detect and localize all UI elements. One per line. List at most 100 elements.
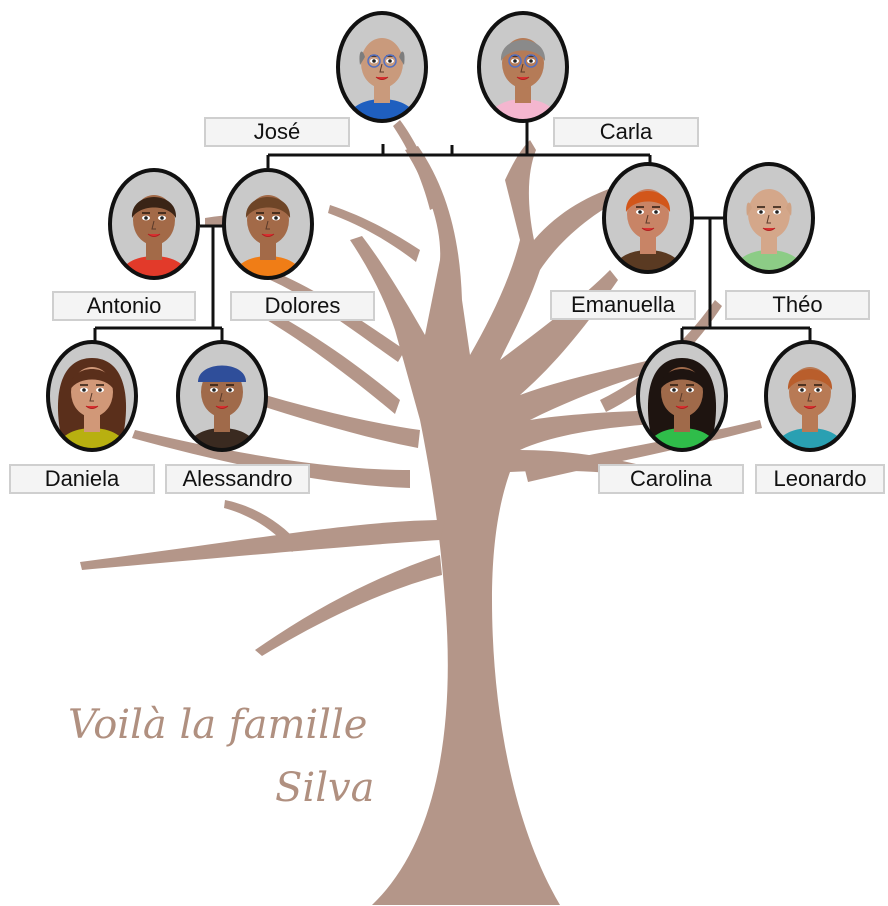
portrait-dolores bbox=[222, 168, 314, 280]
neck bbox=[374, 85, 390, 103]
glasses-icon bbox=[524, 54, 538, 68]
tree-branch bbox=[132, 430, 410, 488]
portrait-frame bbox=[602, 162, 694, 274]
label-leonardo: Leonardo bbox=[755, 464, 885, 494]
pupil bbox=[775, 210, 779, 214]
portrait-frame bbox=[477, 11, 569, 123]
pupil bbox=[98, 388, 102, 392]
portrait-leonardo bbox=[764, 340, 856, 452]
mouth bbox=[261, 233, 275, 237]
nose bbox=[219, 392, 224, 402]
portrait-jose bbox=[336, 11, 428, 123]
hair-top bbox=[245, 197, 291, 218]
neck bbox=[214, 414, 230, 432]
pupil bbox=[228, 388, 232, 392]
portrait-frame bbox=[636, 340, 728, 452]
portrait-carolina bbox=[636, 340, 728, 452]
pupil bbox=[160, 216, 164, 220]
portrait-frame bbox=[176, 340, 268, 452]
portrait-frame bbox=[46, 340, 138, 452]
pupil bbox=[688, 388, 692, 392]
label-carla: Carla bbox=[553, 117, 699, 147]
mouth bbox=[762, 227, 776, 231]
label-antonio: Antonio bbox=[52, 291, 196, 321]
mouth bbox=[85, 405, 99, 409]
portrait-frame bbox=[336, 11, 428, 123]
glasses-icon bbox=[383, 54, 397, 68]
nose bbox=[766, 214, 771, 224]
neck bbox=[761, 236, 777, 254]
tree-branch bbox=[393, 120, 440, 210]
pupil bbox=[372, 59, 376, 63]
cap-icon bbox=[198, 365, 246, 382]
tree-branch bbox=[600, 300, 722, 412]
mouth bbox=[641, 227, 655, 231]
nose bbox=[151, 220, 156, 230]
mouth bbox=[215, 405, 229, 409]
pupil bbox=[529, 59, 533, 63]
label-dolores: Dolores bbox=[230, 291, 375, 321]
hair-top bbox=[787, 369, 833, 390]
hair-side bbox=[786, 202, 792, 216]
neck bbox=[674, 414, 690, 432]
pupil bbox=[800, 388, 804, 392]
neck bbox=[146, 242, 162, 260]
hair-top bbox=[131, 197, 177, 218]
label-jose: José bbox=[204, 117, 350, 147]
mouth bbox=[375, 76, 389, 80]
tree-branch bbox=[80, 520, 445, 570]
pupil bbox=[638, 210, 642, 214]
mouth bbox=[147, 233, 161, 237]
mouth bbox=[516, 76, 530, 80]
hair-top bbox=[69, 369, 115, 390]
face bbox=[748, 189, 790, 239]
pupil bbox=[759, 210, 763, 214]
mouth bbox=[675, 405, 689, 409]
pupil bbox=[388, 59, 392, 63]
title-line-2: Silva bbox=[275, 765, 375, 811]
pupil bbox=[258, 216, 262, 220]
portrait-frame bbox=[764, 340, 856, 452]
portrait-daniela bbox=[46, 340, 138, 452]
glasses-icon bbox=[508, 54, 522, 68]
title-line-1: Voilà la famille bbox=[68, 702, 368, 748]
label-alessandro: Alessandro bbox=[165, 464, 310, 494]
pupil bbox=[144, 216, 148, 220]
nose bbox=[679, 392, 684, 402]
glasses-icon bbox=[367, 54, 381, 68]
pupil bbox=[82, 388, 86, 392]
label-daniela: Daniela bbox=[9, 464, 155, 494]
label-theo: Théo bbox=[725, 290, 870, 320]
portrait-carla bbox=[477, 11, 569, 123]
nose bbox=[89, 392, 94, 402]
pupil bbox=[212, 388, 216, 392]
pupil bbox=[513, 59, 517, 63]
pupil bbox=[672, 388, 676, 392]
portrait-theo bbox=[723, 162, 815, 274]
tree-branch bbox=[224, 500, 300, 552]
portrait-frame bbox=[108, 168, 200, 280]
portrait-frame bbox=[723, 162, 815, 274]
portraits bbox=[46, 11, 856, 452]
neck bbox=[515, 85, 531, 103]
nose bbox=[379, 63, 384, 73]
nose bbox=[807, 392, 812, 402]
pupil bbox=[816, 388, 820, 392]
pupil bbox=[654, 210, 658, 214]
tree-trunk bbox=[350, 140, 690, 905]
portrait-antonio bbox=[108, 168, 200, 280]
nose bbox=[645, 214, 650, 224]
label-carolina: Carolina bbox=[598, 464, 744, 494]
tree-branch bbox=[255, 555, 442, 656]
neck bbox=[802, 414, 818, 432]
family-connectors bbox=[93, 110, 812, 342]
neck bbox=[84, 414, 100, 432]
hair-top bbox=[625, 191, 671, 212]
face bbox=[361, 38, 403, 88]
mouth bbox=[803, 405, 817, 409]
tree-branch bbox=[246, 300, 400, 414]
portrait-alessandro bbox=[176, 340, 268, 452]
portrait-frame bbox=[222, 168, 314, 280]
hair-side bbox=[359, 51, 365, 65]
